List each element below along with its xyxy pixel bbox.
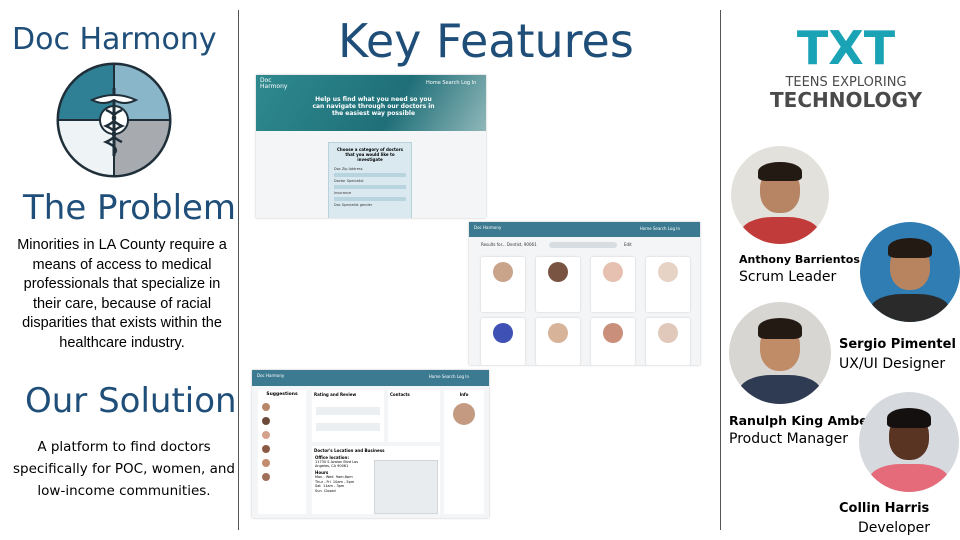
member-name-anthony: Anthony Barrientos — [739, 253, 860, 266]
txt-logo-letters: TXT — [797, 24, 896, 75]
contacts-panel: Contacts — [388, 390, 440, 442]
txt-logo-line2: TECHNOLOGY — [770, 88, 922, 110]
shot3-nav-login: Log In — [456, 374, 469, 379]
shot1-nav-login: Log In — [461, 80, 477, 86]
location-panel: Doctor's Location and Business Office lo… — [312, 446, 440, 514]
shot1-nav-home: Home — [426, 80, 441, 86]
left-divider — [238, 10, 239, 530]
doctor-card — [536, 318, 580, 365]
office-address: 11735 S Avalon Blvd Los Angeles, CA 9006… — [315, 460, 359, 468]
doctor-card — [591, 257, 635, 312]
key-features-heading: Key Features — [338, 14, 634, 68]
caduceus-puzzle-logo — [56, 62, 172, 178]
office-label: Office location: — [315, 455, 350, 460]
hero-banner: Doc Harmony Home Search Log In Help us f… — [256, 75, 486, 131]
shot2-nav-home: Home — [639, 226, 652, 231]
solution-text: A platform to find doctors specifically … — [13, 439, 235, 499]
problem-heading: The Problem — [23, 188, 237, 228]
category-option-specialist: Doctor Specialist — [334, 179, 364, 183]
doctor-card — [536, 257, 580, 312]
info-title: Info — [459, 392, 469, 397]
member-role-collin: Developer — [858, 520, 931, 536]
photo-anthony — [731, 146, 829, 244]
shot1-logo: Doc Harmony — [260, 77, 288, 90]
results-search-bar — [549, 242, 617, 248]
suggestions-panel: Suggestions — [258, 390, 306, 514]
doctor-card — [481, 257, 525, 312]
results-page-screenshot: Doc Harmony Home Search Log In Results f… — [469, 222, 700, 365]
brand-title: Doc Harmony — [12, 22, 217, 57]
results-edit: Edit — [624, 242, 632, 247]
ratings-title: Rating and Review — [314, 392, 357, 397]
txt-logo: TXT TEENS EXPLORING TECHNOLOGY — [770, 24, 922, 110]
shot2-nav-login: Log In — [667, 226, 680, 231]
shot2-nav-search: Search — [652, 226, 667, 231]
doctor-card — [481, 318, 525, 365]
problem-text: Minorities in LA County require a means … — [17, 237, 227, 351]
shot2-logo: Doc Harmony — [474, 225, 502, 230]
category-panel: Choose a category of doctors that you wo… — [328, 142, 412, 218]
doctor-card — [591, 318, 635, 365]
results-label: Results for... Dentist, 90061 — [481, 242, 537, 247]
photo-ranulph — [729, 302, 831, 404]
shot3-logo: Doc Harmony — [257, 373, 285, 378]
category-option-zip: Doc Zip Address — [334, 167, 363, 171]
profile-page-screenshot: Doc Harmony Home Search Log In Suggestio… — [252, 370, 489, 518]
doctor-card — [646, 318, 690, 365]
location-title: Doctor's Location and Business — [314, 448, 385, 453]
contacts-title: Contacts — [390, 392, 410, 397]
rating-panel: Rating and Review — [312, 390, 384, 442]
shot2-navbar: Doc Harmony Home Search Log In — [469, 222, 700, 237]
category-panel-title: Choose a category of doctors that you wo… — [336, 147, 403, 162]
shot3-nav-search: Search — [441, 374, 456, 379]
txt-logo-line1: TEENS EXPLORING — [784, 75, 906, 90]
member-role-sergio: UX/UI Designer — [839, 356, 946, 372]
hours-title: Hours — [315, 470, 329, 475]
info-panel: Info — [444, 390, 484, 514]
member-name-ranulph: Ranulph King Ambe — [729, 413, 868, 428]
suggestions-title: Suggestions — [266, 392, 298, 397]
member-role-ranulph: Product Manager — [729, 431, 848, 447]
shot1-nav-search: Search — [442, 80, 460, 86]
right-divider — [720, 10, 721, 530]
member-name-sergio: Sergio Pimentel — [839, 337, 956, 352]
member-name-collin: Collin Harris — [839, 501, 930, 516]
member-role-anthony: Scrum Leader — [739, 269, 837, 285]
hours-text: Mon - Wed 9am-6pm Thur - Fri 10am - 5pm … — [315, 475, 355, 493]
map-thumbnail — [374, 460, 438, 514]
hero-text: Help us find what you need so you can na… — [312, 96, 435, 117]
solution-heading: Our Solution — [25, 381, 237, 421]
doctor-card — [646, 257, 690, 312]
photo-collin — [859, 392, 959, 492]
shot3-navbar: Doc Harmony Home Search Log In — [252, 370, 489, 386]
category-option-insurance: Insurance — [334, 191, 352, 195]
category-option-gender: Doc Specialist gender — [334, 203, 373, 207]
shot3-nav-home: Home — [428, 374, 441, 379]
photo-sergio — [860, 222, 960, 322]
search-page-screenshot: Doc Harmony Home Search Log In Help us f… — [256, 75, 486, 218]
